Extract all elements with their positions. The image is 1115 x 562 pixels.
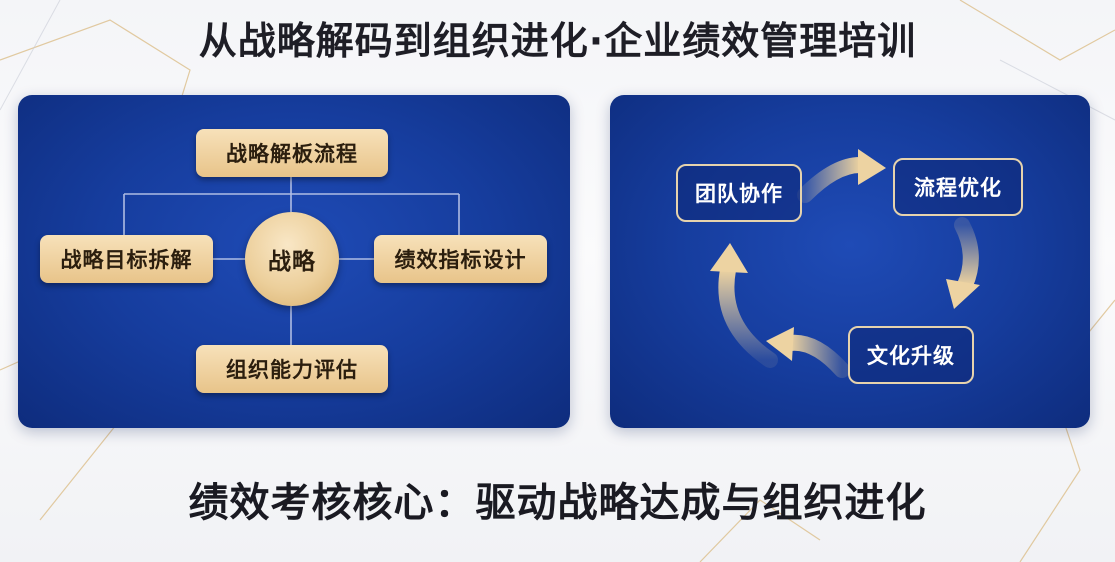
arrow-team-to-process	[797, 157, 868, 203]
cycle-panel: 团队协作 流程优化 文化升级	[610, 95, 1090, 428]
cycle-arrows	[710, 149, 980, 378]
node-left: 战略目标拆解	[40, 235, 213, 283]
node-right: 绩效指标设计	[374, 235, 547, 283]
arrow-head-2	[946, 279, 980, 309]
arrow-head-4	[710, 243, 748, 273]
strategy-connectors	[123, 175, 460, 345]
strategy-panel: 战略解板流程 战略目标拆解 绩效指标设计 组织能力评估 战略	[18, 95, 570, 428]
arrow-head-1	[858, 149, 886, 185]
arrow-process-to-culture	[954, 217, 979, 293]
node-culture-up: 文化升级	[848, 326, 974, 384]
page-title: 从战略解码到组织进化·企业绩效管理培训	[198, 19, 917, 63]
node-top: 战略解板流程	[196, 129, 388, 177]
arrow-head-3	[766, 327, 794, 361]
node-team-collab: 团队协作	[676, 164, 802, 222]
page-subtitle: 绩效考核核心：驱动战略达成与组织进化	[188, 480, 927, 526]
node-center: 战略	[245, 212, 339, 306]
node-bottom: 组织能力评估	[196, 345, 388, 393]
arrow-culture-to-team	[782, 334, 850, 378]
node-process-opt: 流程优化	[893, 158, 1023, 216]
arrow-left-up	[718, 262, 778, 368]
